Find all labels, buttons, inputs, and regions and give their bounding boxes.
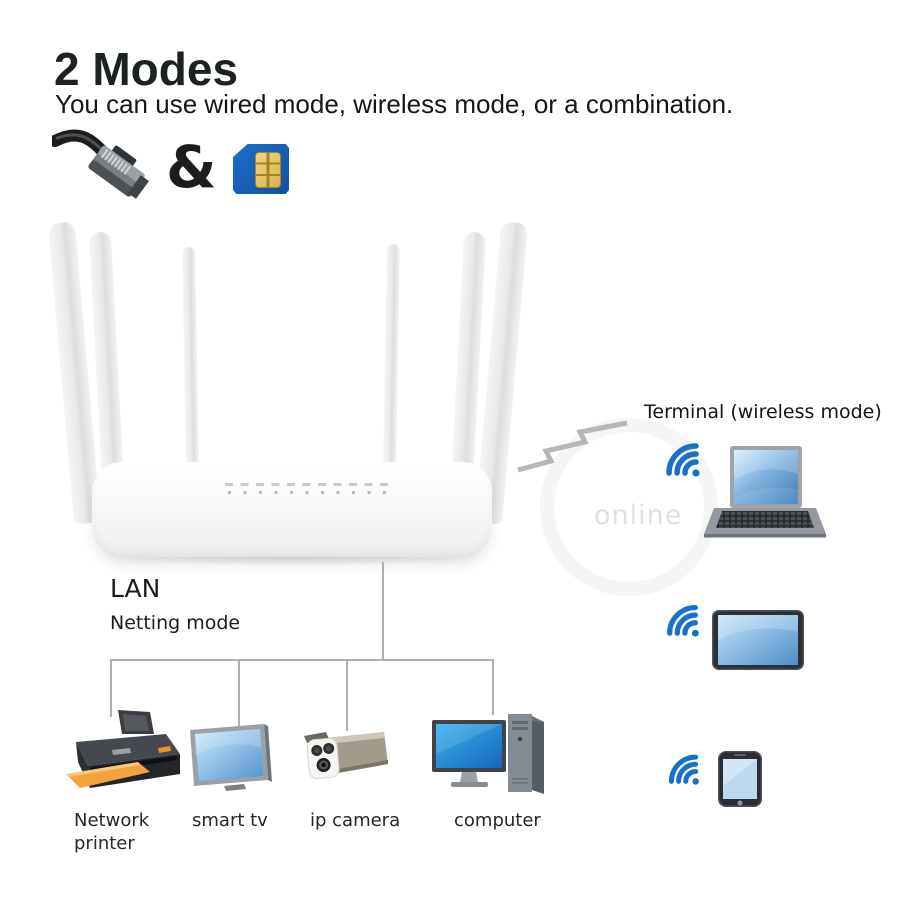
lan-tree-drop-line: [238, 659, 240, 727]
wifi-icon: [668, 754, 699, 785]
smart-tv-icon: [190, 724, 272, 791]
ampersand: &: [166, 133, 217, 201]
page-subtitle: You can use wired mode, wireless mode, o…: [55, 89, 734, 119]
ethernet-cable-icon: [52, 129, 149, 199]
ip-camera-icon: [304, 732, 388, 780]
laptop-icon: [704, 446, 826, 538]
router-antenna: [383, 243, 400, 465]
lan-tree-drop-line: [346, 659, 348, 731]
wifi-icon: [667, 604, 699, 637]
lan-tree-horizontal-line: [110, 659, 494, 661]
smartphone-icon: [718, 751, 762, 807]
sim-card-icon: [233, 144, 289, 194]
netting-mode-label: Netting mode: [110, 612, 241, 634]
watermark-text: online: [594, 500, 683, 531]
router-antenna: [182, 246, 199, 466]
terminal-wireless-label: Terminal (wireless mode): [644, 401, 882, 423]
wifi-icon: [666, 443, 700, 477]
device-label-network-printer: Network printer: [74, 810, 150, 854]
device-label-smart-tv: smart tv: [192, 810, 268, 831]
page-title: 2 Modes: [54, 43, 239, 95]
computer-icon: [432, 714, 544, 794]
tablet-icon: [712, 610, 804, 670]
lan-tree-drop-line: [492, 659, 494, 715]
lan-label: LAN: [110, 574, 161, 603]
sim-chip: [255, 152, 281, 188]
wireless-router: [92, 462, 492, 557]
lan-tree-drop-line: [110, 659, 112, 717]
router-led-labels: [225, 483, 395, 486]
wireless-link-zigzag-icon: [517, 420, 628, 473]
router-led-indicators: [228, 491, 393, 494]
device-label-computer: computer: [454, 810, 541, 831]
lan-tree-trunk-line: [382, 562, 384, 660]
network-printer-icon: [66, 710, 180, 788]
device-label-ip-camera: ip camera: [310, 810, 401, 831]
